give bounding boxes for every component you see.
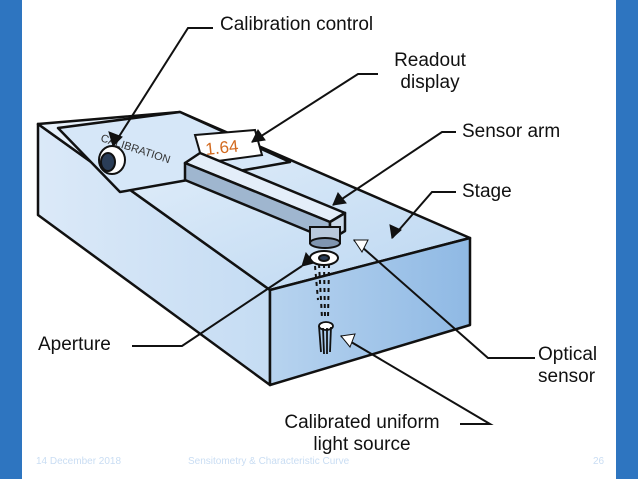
leader-readout	[251, 73, 378, 143]
leader-calibration	[112, 27, 213, 147]
leader-aperture	[132, 265, 303, 347]
label-sensor-arm: Sensor arm	[462, 121, 561, 142]
footer-page-number: 26	[593, 456, 605, 467]
leader-sensor-arm	[332, 131, 456, 206]
label-calibration-control: Calibration control	[220, 14, 374, 35]
footer-date: 14 December 2018	[36, 456, 122, 467]
label-optical-line1: Optical	[538, 344, 598, 365]
light-source	[318, 321, 334, 355]
optical-sensor-head	[309, 226, 341, 249]
label-light-source-line2: light source	[313, 434, 411, 455]
leader-light-source	[340, 335, 494, 425]
light-beam	[314, 263, 330, 319]
label-stage: Stage	[462, 181, 512, 202]
label-light-source-line1: Calibrated uniform	[284, 412, 440, 433]
label-optical-sensor: Optical sensor	[538, 344, 597, 388]
label-readout-line2: display	[400, 72, 460, 93]
footer-title: Sensitometry & Characteristic Curve	[188, 456, 350, 467]
label-light-source: Calibrated uniform light source	[262, 412, 462, 456]
readout-value: 1.64	[204, 137, 239, 159]
leader-lines	[112, 27, 535, 425]
label-readout-line1: Readout	[394, 50, 466, 71]
arrow-heads	[108, 129, 402, 348]
leader-stage	[391, 191, 456, 239]
calibration-knob	[98, 145, 126, 175]
label-aperture: Aperture	[38, 334, 111, 355]
leader-optical-sensor	[353, 239, 535, 359]
label-optical-line2: sensor	[538, 366, 596, 387]
label-readout-display: Readout display	[380, 50, 480, 94]
